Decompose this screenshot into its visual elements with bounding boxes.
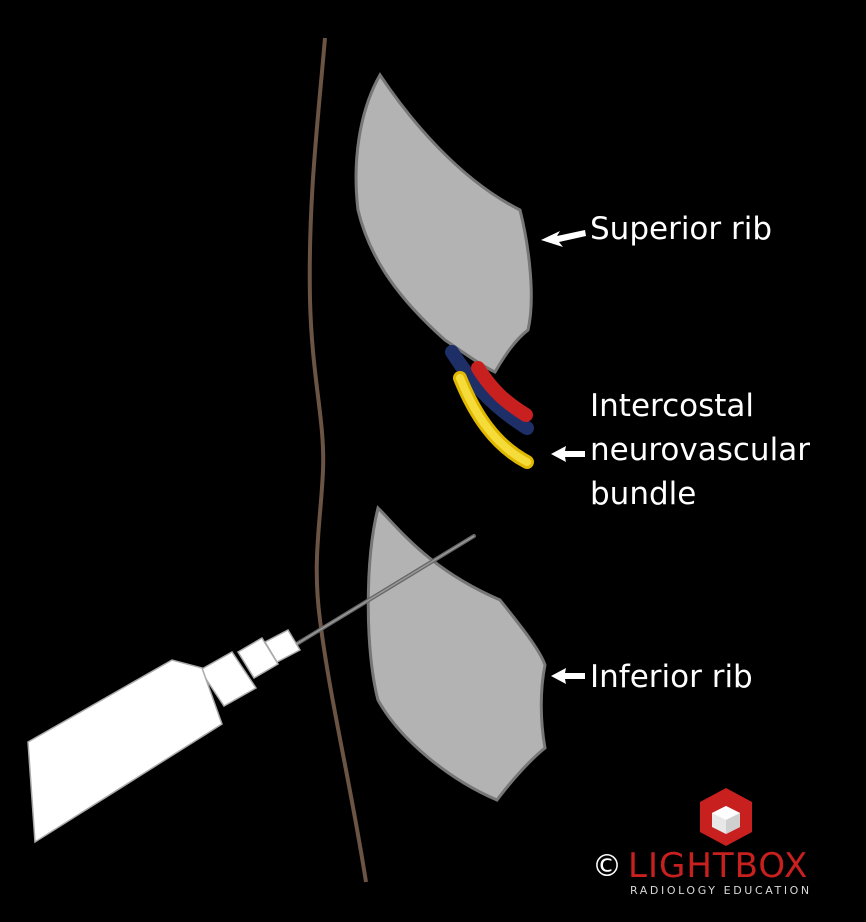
bundle-label-line-1: Intercostal: [590, 388, 755, 424]
neurovascular-bundle-label: Intercostal neurovascular bundle: [590, 384, 810, 516]
inferior-rib-label: Inferior rib: [590, 659, 753, 695]
superior-rib-label: Superior rib: [590, 211, 773, 247]
skin-surface-line: [307, 37, 368, 883]
arrow-icon: [551, 446, 585, 462]
logo-tagline: RADIOLOGY EDUCATION: [630, 884, 812, 897]
inferior-rib: [366, 505, 547, 802]
arrow-icon: [551, 668, 585, 684]
intercostal-artery: [471, 361, 533, 422]
syringe: [27, 629, 302, 844]
bundle-label-line-3: bundle: [590, 476, 697, 512]
arrow-icon: [541, 230, 586, 247]
superior-rib: [354, 72, 533, 374]
copyright-symbol: ©: [592, 849, 622, 884]
logo-brand-name: LIGHTBOX: [628, 846, 809, 886]
red-cube-icon: [700, 788, 752, 846]
intercostal-vein: [445, 345, 534, 435]
bundle-label-line-2: neurovascular: [590, 432, 810, 468]
